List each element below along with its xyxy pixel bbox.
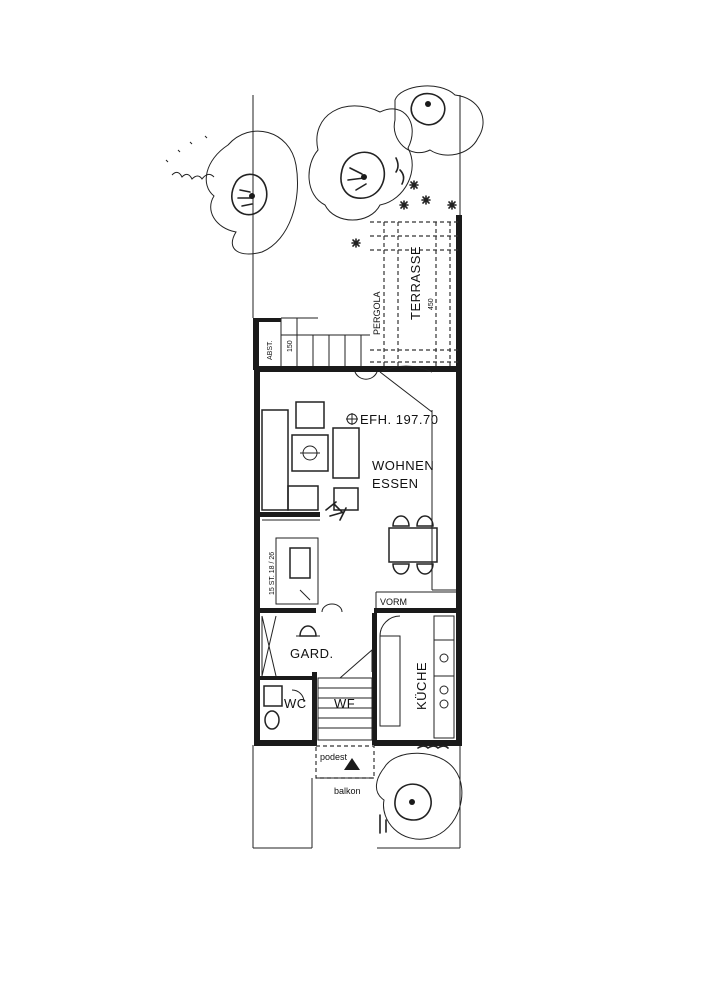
kitchen-label: KÜCHE: [414, 662, 429, 710]
wc-room: [263, 685, 305, 730]
plot-boundary: [252, 95, 461, 849]
living-room-label: WOHNEN: [372, 458, 434, 473]
dining-room-label: ESSEN: [372, 476, 419, 491]
house-walls: [254, 366, 462, 746]
wc-label: WC: [284, 696, 307, 711]
podest-label: podest: [320, 752, 348, 762]
flowers-icon: [351, 157, 457, 248]
stairs-label: 15 ST. 18 / 26: [269, 552, 276, 595]
abst-dimension: 150: [287, 340, 294, 352]
vorm-area: [375, 591, 456, 608]
entrance-podest: [315, 745, 375, 779]
tree-middle-icon: [308, 105, 413, 221]
dining-table: [388, 515, 438, 575]
front-shrub-icon: [376, 745, 463, 840]
level-label: EFH. 197.70: [360, 412, 439, 427]
abst-area: [253, 317, 370, 370]
entrance-stairs: [317, 648, 373, 741]
terrace-dimension: 450: [428, 298, 435, 310]
garderobe-area: [261, 603, 343, 677]
balkon-label: balkon: [334, 786, 361, 796]
wf-label: WF: [334, 696, 355, 711]
tree-left-icon: [165, 130, 298, 255]
pergola-structure: [370, 215, 462, 372]
pergola-label: PERGOLA: [372, 291, 382, 335]
sofa-group: [261, 401, 360, 511]
abst-label: ABST.: [267, 340, 274, 360]
vorm-label: VORM: [380, 597, 407, 607]
terrace-label: TERRASSE: [408, 246, 423, 320]
staircase-upper: [262, 519, 320, 605]
tree-right-icon: [393, 85, 484, 156]
garderobe-label: GARD.: [290, 646, 334, 661]
kitchen-room: [379, 615, 455, 739]
level-marker-icon: [346, 413, 358, 425]
armchair-icon: [325, 487, 359, 521]
